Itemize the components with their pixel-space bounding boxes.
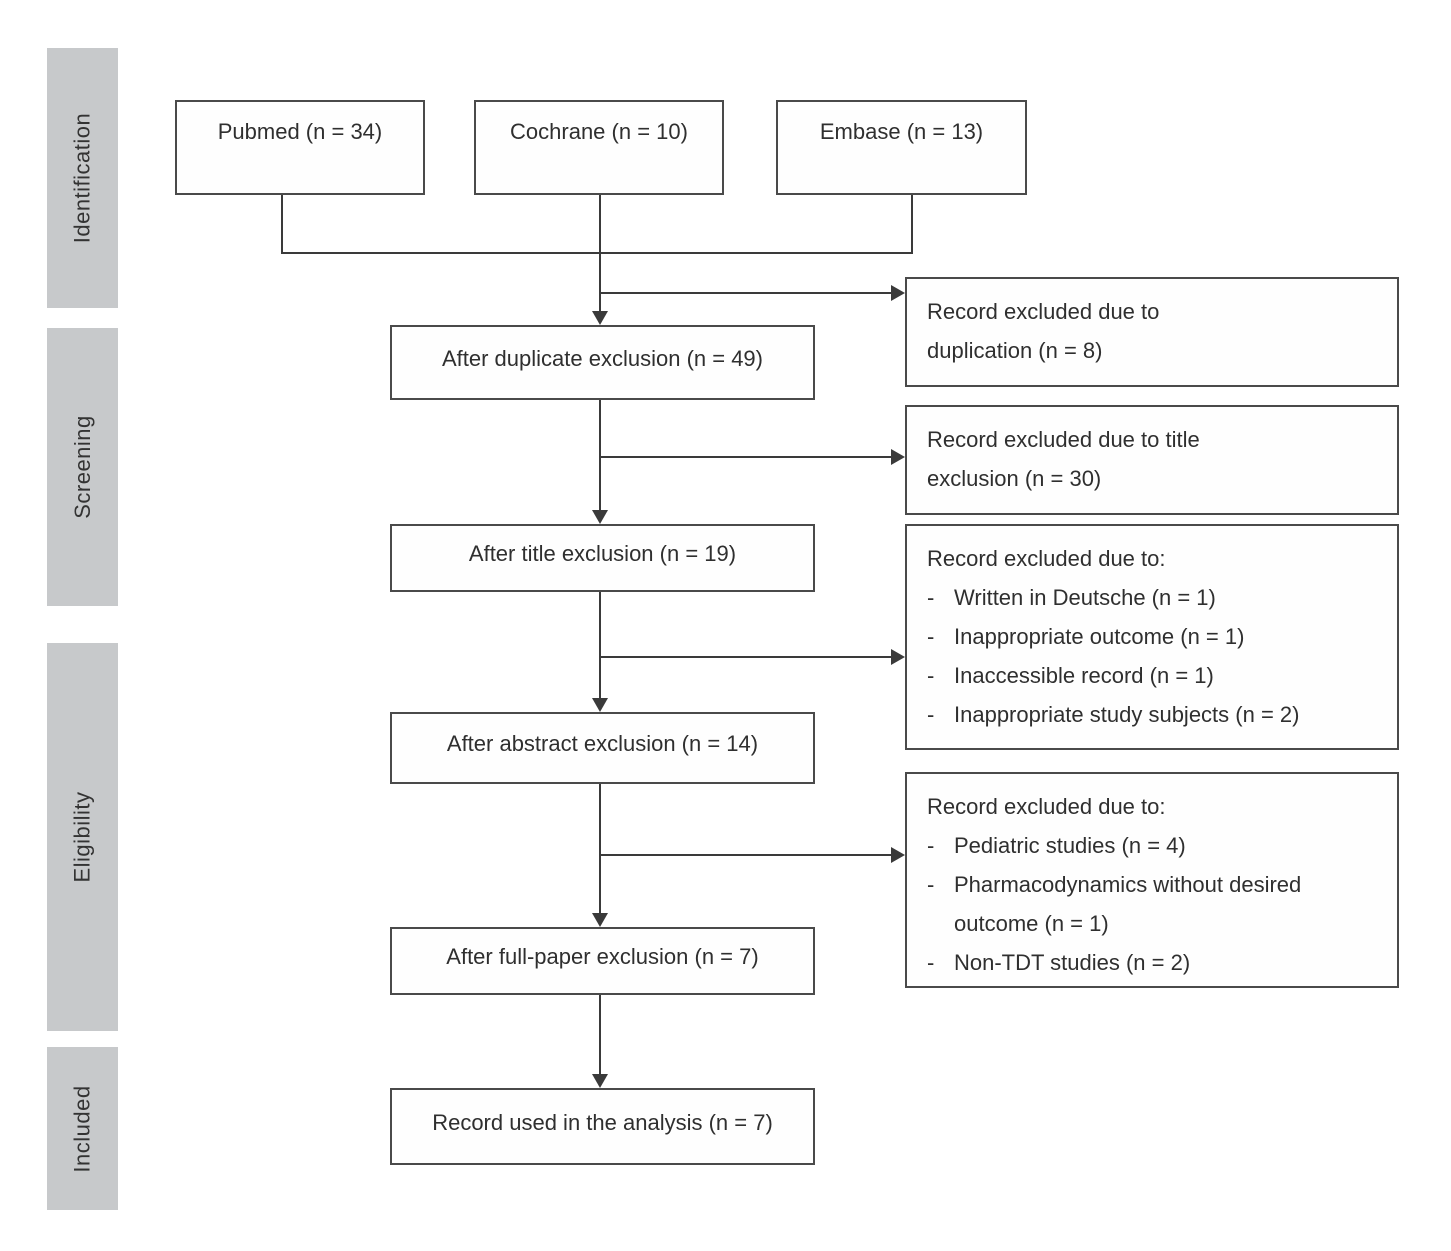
exclusion-bullet-line: -Inaccessible record (n = 1) [927, 656, 1381, 695]
bullet-dash: - [927, 663, 935, 688]
source-pubmed-label: Pubmed (n = 34) [217, 119, 383, 144]
arrowhead-down-duplicate-icon [592, 311, 608, 325]
connector-to-abstract-box [599, 592, 601, 698]
source-box-embase: Embase (n = 13) [776, 100, 1027, 195]
stage-screening-label: Screening [69, 415, 95, 519]
arrowhead-down-record-used-icon [592, 1074, 608, 1088]
exclusion-text: Inappropriate study subjects (n = 2) [954, 702, 1300, 727]
exclusion-text: Pediatric studies (n = 4) [954, 833, 1186, 858]
connector-branch-abstract [599, 656, 891, 658]
exclusion-bullet-line: -Inappropriate outcome (n = 1) [927, 617, 1381, 656]
exclusion-box-full-paper-reasons: Record excluded due to: -Pediatric studi… [905, 772, 1399, 988]
exclusion-text: Record excluded due to [927, 299, 1160, 324]
arrowhead-right-abstract-icon [891, 649, 905, 665]
stage-included-label: Included [69, 1084, 95, 1173]
flow-after-duplicate-label: After duplicate exclusion (n = 49) [441, 345, 763, 371]
bullet-dash: - [927, 872, 935, 897]
flow-box-after-duplicate-exclusion: After duplicate exclusion (n = 49) [390, 325, 815, 400]
arrowhead-right-duplication-icon [891, 285, 905, 301]
stage-identification: Identification [47, 48, 118, 308]
flow-after-abstract-label: After abstract exclusion (n = 14) [446, 731, 759, 756]
connector-branch-full-paper [599, 854, 891, 856]
exclusion-text: Record excluded due to: [927, 794, 1166, 819]
flow-box-after-title-exclusion: After title exclusion (n = 19) [390, 524, 815, 592]
exclusion-text: outcome (n = 1) [954, 911, 1109, 936]
exclusion-box-abstract-reasons: Record excluded due to: -Written in Deut… [905, 524, 1399, 750]
source-cochrane-label: Cochrane (n = 10) [510, 119, 688, 144]
stage-eligibility-label: Eligibility [69, 791, 95, 883]
flow-record-used-label: Record used in the analysis (n = 7) [432, 1109, 773, 1135]
bullet-dash: - [927, 585, 935, 610]
exclusion-bullet-line: -Pharmacodynamics without desired [927, 865, 1381, 904]
arrowhead-right-title-icon [891, 449, 905, 465]
exclusion-text: Record excluded due to title [927, 427, 1200, 452]
exclusion-continuation-line: outcome (n = 1) [954, 904, 1381, 943]
connector-to-full-paper-box [599, 784, 601, 913]
arrowhead-right-full-paper-icon [891, 847, 905, 863]
exclusion-text: Inappropriate outcome (n = 1) [954, 624, 1245, 649]
exclusion-text: exclusion (n = 30) [927, 466, 1102, 491]
exclusion-text: duplication (n = 8) [927, 338, 1103, 363]
arrowhead-down-full-paper-icon [592, 913, 608, 927]
connector-pubmed-stub [281, 195, 283, 254]
bullet-dash: - [927, 702, 935, 727]
exclusion-text: Pharmacodynamics without desired [954, 872, 1302, 897]
stage-included: Included [47, 1047, 118, 1210]
flow-after-title-label: After title exclusion (n = 19) [468, 541, 737, 566]
source-box-pubmed: Pubmed (n = 34) [175, 100, 425, 195]
bullet-dash: - [927, 624, 935, 649]
connector-branch-duplication [599, 292, 891, 294]
stage-eligibility: Eligibility [47, 643, 118, 1031]
exclusion-bullet-line: -Non-TDT studies (n = 2) [927, 943, 1381, 982]
exclusion-text: Inaccessible record (n = 1) [954, 663, 1214, 688]
connector-collector [281, 252, 913, 254]
flow-after-full-paper-label: After full-paper exclusion (n = 7) [446, 944, 759, 969]
flow-box-record-used-in-analysis: Record used in the analysis (n = 7) [390, 1088, 815, 1165]
exclusion-bullet-line: -Written in Deutsche (n = 1) [927, 578, 1381, 617]
exclusion-text: Record excluded due to: [927, 546, 1166, 571]
exclusion-text: Non-TDT studies (n = 2) [954, 950, 1191, 975]
stage-identification-label: Identification [69, 112, 95, 244]
connector-embase-stub [911, 195, 913, 254]
connector-branch-title [599, 456, 891, 458]
exclusion-line: duplication (n = 8) [927, 331, 1381, 370]
arrowhead-down-title-icon [592, 510, 608, 524]
exclusion-bullet-line: -Pediatric studies (n = 4) [927, 826, 1381, 865]
exclusion-bullet-line: -Inappropriate study subjects (n = 2) [927, 695, 1381, 734]
flow-box-after-full-paper-exclusion: After full-paper exclusion (n = 7) [390, 927, 815, 995]
bullet-dash: - [927, 950, 935, 975]
flow-box-after-abstract-exclusion: After abstract exclusion (n = 14) [390, 712, 815, 784]
exclusion-line: exclusion (n = 30) [927, 459, 1381, 498]
exclusion-title-line: Record excluded due to: [927, 539, 1381, 578]
bullet-dash: - [927, 833, 935, 858]
connector-to-record-used-box [599, 995, 601, 1074]
stage-screening: Screening [47, 328, 118, 606]
exclusion-box-title: Record excluded due to title exclusion (… [905, 405, 1399, 515]
source-box-cochrane: Cochrane (n = 10) [474, 100, 724, 195]
exclusion-box-duplication: Record excluded due to duplication (n = … [905, 277, 1399, 387]
connector-to-duplicate-box [599, 195, 601, 313]
source-embase-label: Embase (n = 13) [819, 119, 984, 144]
connector-to-title-box [599, 400, 601, 510]
exclusion-line: Record excluded due to [927, 292, 1381, 331]
arrowhead-down-abstract-icon [592, 698, 608, 712]
exclusion-title-line: Record excluded due to: [927, 787, 1381, 826]
exclusion-line: Record excluded due to title [927, 420, 1381, 459]
exclusion-text: Written in Deutsche (n = 1) [954, 585, 1216, 610]
